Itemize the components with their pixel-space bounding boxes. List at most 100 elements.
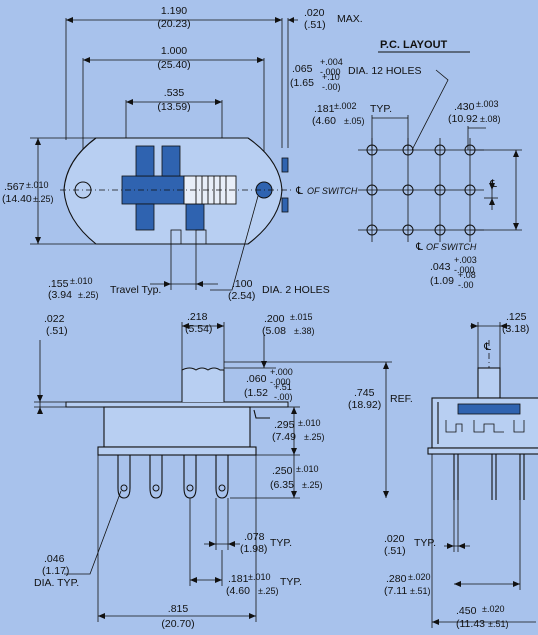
side-overall-ref: .745 [354,387,375,399]
side-notch-mm: (1.52 [244,387,268,399]
pc-layout: P.C. LAYOUT .065 +.004 -.000 DIA. 12 HOL… [290,39,522,290]
pc-hole-dia-mm: (1.65 [290,77,314,89]
dim-mount-hole-label: DIA. 2 HOLES [262,284,330,296]
end-row-spacing-mm-tol: ±.51) [410,586,430,596]
pc-hole-grid [366,144,476,236]
side-view: .022 (.51) .218 (5.54) .200 ±.015 (5.08 … [34,311,413,630]
dim-travel: .155 [48,278,69,290]
side-actuator [181,367,225,402]
side-pin-hole-mm: (1.17) [42,565,69,577]
side-notch-mm-up: +.51 [274,382,292,392]
side-overall-ref-label: REF. [390,393,413,405]
dim-travel-label: Travel Typ. [110,284,161,296]
side-pins [117,455,229,499]
side-pin-length-mm: (6.35 [270,479,294,491]
dim-mount-hole-mm: (2.54) [228,290,255,302]
dim-overall-width: 1.190 [161,5,187,17]
side-pin-pitch-label: TYP. [280,576,302,588]
dim-tab-max: .020 [304,7,325,19]
side-overall-length: .815 [168,603,189,615]
dim-hole-spacing-mm: (25.40) [157,59,190,71]
dim-travel-mm: (3.94 [48,289,72,301]
end-view: .125 (3.18) ℄ .020 TYP. (.51) [384,311,538,630]
dim-mount-hole: .100 [232,278,253,290]
pc-pitch-mm-tol: ±.05) [344,116,364,126]
mounting-flange [65,401,289,408]
pc-offset-mm-up: +.08 [458,270,476,280]
dim-pin-spread: .535 [164,87,185,99]
side-body-depth-tol: ±.010 [298,418,320,428]
side-pin-width-label: TYP. [270,537,292,549]
dim-height-tol: ±.010 [26,180,48,190]
pc-hole-dia-tol-up: +.004 [320,57,343,67]
end-pin-thk-label: TYP. [414,537,436,549]
side-pin-pitch-tol: ±.010 [248,572,270,582]
side-body-depth-mm-tol: ±.25) [304,432,324,442]
dim-overall-width-mm: (20.23) [157,18,190,30]
side-overall-length-mm: (20.70) [161,618,194,630]
side-notch-tol-up: +.000 [270,367,293,377]
side-notch-tol-dn: -.000 [270,377,291,387]
dim-travel-mm-tol: ±.25) [78,290,98,300]
side-pin-pitch-mm-tol: ±.25) [258,586,278,596]
pc-offset-tol-dn: -.000 [454,265,475,275]
side-pin-hole: .046 [44,553,65,565]
end-centerline-symbol: ℄ [483,341,491,353]
dim-hole-spacing: 1.000 [161,45,187,57]
side-notch: .060 [246,373,267,385]
end-body-width-tol: ±.020 [482,604,504,614]
pc-offset-mm: (1.09 [430,275,454,287]
pc-pitch-mm: (4.60 [312,115,336,127]
pc-hole-dia-tol-dn: -.000 [320,67,341,77]
pc-row-span: .430 [454,101,475,113]
switch-housing [103,406,251,448]
side-pin-hole-label: DIA. TYP. [34,577,79,589]
side-actuator-height-mm: (5.08 [262,325,286,337]
side-flange: .022 [44,313,65,325]
side-overall-ref-mm: (18.92) [348,399,381,411]
end-row-spacing-mm: (7.11 [384,585,407,597]
side-pin-pitch: .181 [228,573,249,585]
top-view: 1.190 (20.23) .020 (.51) MAX. 1.000 (25.… [2,5,363,302]
pc-row-span-mm: (10.92 [448,113,478,125]
side-pin-length-mm-tol: ±.25) [302,480,322,490]
pc-pitch: .181 [314,103,335,115]
pc-offset-mm-dn: -.00 [458,280,474,290]
side-actuator-height: .200 [264,313,285,325]
pc-centerline-label: OF SWITCH [426,242,477,252]
dim-height-mm: (14.40 [2,193,32,205]
centerline-symbol: ℄ [295,185,303,197]
dim-pin-spread-mm: (13.59) [157,101,190,113]
pc-hole-dia-mm-dn: -.00) [322,82,341,92]
end-pin-thk-mm: (.51) [384,545,406,557]
pc-offset-tol-up: +.003 [454,255,477,265]
pc-row-span-mm-tol: ±.08) [480,114,500,124]
side-body-depth-mm: (7.49 [272,431,296,443]
centerline-label-top: OF SWITCH [307,186,358,196]
side-pin-width: .078 [244,531,265,543]
side-flange-mm: (.51) [46,325,68,337]
pc-pitch-label: TYP. [370,103,392,115]
pc-offset: .043 [430,261,451,273]
dim-height-mm-tol: ±.25) [33,194,53,204]
end-body-width-mm-tol: ±.51) [488,619,508,629]
end-body-width: .450 [456,605,477,617]
pc-hole-dia-mm-up: +.10 [322,72,340,82]
dim-tab-max-mm: (.51) [304,19,326,31]
side-actuator-width: .218 [187,311,208,323]
side-pin-length: .250 [272,465,293,477]
side-actuator-height-mm-tol: ±.38) [294,326,314,336]
end-pin-thk: .020 [384,533,405,545]
pc-hole-dia-label: DIA. 12 HOLES [348,65,422,77]
pc-centerline-symbol: ℄ [415,241,423,253]
side-body-depth: .295 [274,419,295,431]
end-row-spacing: .280 [386,573,407,585]
side-pin-pitch-mm: (4.60 [226,585,250,597]
dim-travel-tol: ±.010 [70,276,92,286]
side-actuator-width-mm: (5.54) [185,323,212,335]
dim-height: .567 [4,181,25,193]
pc-row-span-tol: ±.003 [476,99,498,109]
pc-layout-title: P.C. LAYOUT [380,39,448,51]
side-notch-mm-dn: -.00) [274,392,293,402]
